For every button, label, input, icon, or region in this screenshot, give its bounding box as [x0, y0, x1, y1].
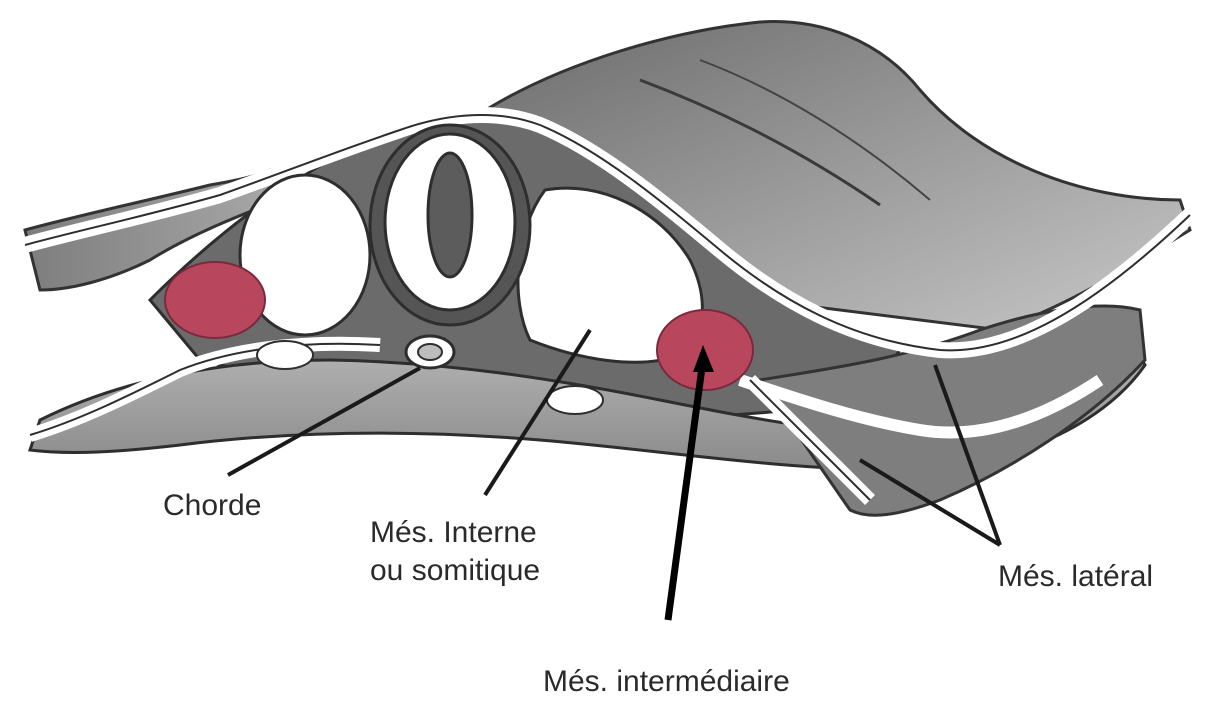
label-mesoderme-lateral: Més. latéral	[998, 558, 1153, 596]
notochord-inner	[418, 344, 442, 360]
neural-tube-lumen	[428, 153, 472, 277]
left-vessel	[257, 341, 313, 369]
intermediate-mesoderm-left	[165, 262, 265, 338]
label-mesoderme-intermediaire: Més. intermédiaire	[543, 663, 790, 701]
label-mesoderme-interne-line1: Més. Interne	[370, 514, 540, 552]
label-mesoderme-interne: Més. Interne ou somitique	[370, 514, 540, 589]
label-mesoderme-interne-line2: ou somitique	[370, 552, 540, 590]
label-chorde: Chorde	[163, 487, 261, 525]
right-vessel	[547, 386, 603, 414]
